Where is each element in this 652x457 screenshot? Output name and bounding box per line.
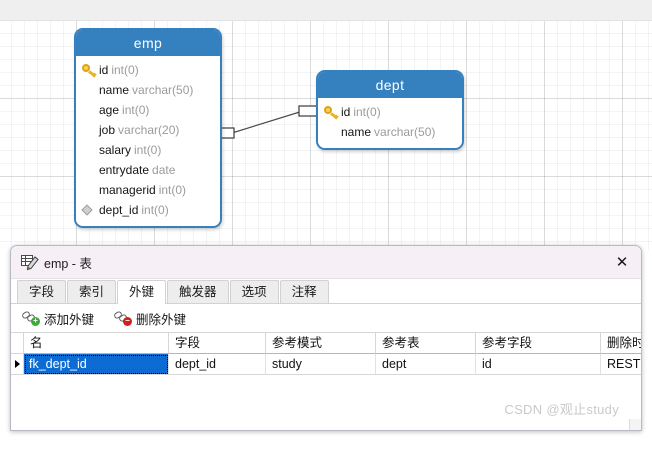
field-row[interactable]: dept_id int(0) [80, 200, 214, 220]
watermark-text: CSDN @观止study [504, 402, 619, 417]
no-icon [322, 122, 341, 142]
add-foreign-key-label: 添加外键 [44, 312, 95, 327]
entity-emp[interactable]: emp id int(0) name varchar(50) age int(0… [74, 28, 222, 228]
field-row[interactable]: id int(0) [80, 60, 214, 80]
grid-header-row: 名 字段 参考模式 参考表 参考字段 删除时 [11, 333, 641, 354]
field-name: age [99, 103, 120, 117]
primary-key-icon [322, 102, 341, 122]
field-type: date [152, 163, 176, 177]
field-row[interactable]: age int(0) [80, 100, 214, 120]
delete-foreign-key-icon: − [113, 310, 133, 326]
close-icon[interactable]: ✕ [615, 253, 629, 271]
field-type: int(0) [353, 105, 381, 119]
field-row[interactable]: name varchar(50) [322, 122, 456, 142]
tab-foreign-keys[interactable]: 外键 [117, 280, 167, 304]
column-header-ref-field[interactable]: 参考字段 [476, 333, 601, 354]
field-row[interactable]: job varchar(20) [80, 120, 214, 140]
field-name: name [341, 125, 372, 139]
foreign-key-toolbar[interactable]: + 添加外键 − 删除外键 [11, 304, 641, 333]
field-name: dept_id [99, 203, 139, 217]
no-icon [80, 80, 99, 100]
cell-on-delete[interactable]: RESTI [601, 354, 641, 375]
field-row[interactable]: id int(0) [322, 102, 456, 122]
grid-gutter-header [11, 333, 24, 354]
field-type: varchar(50) [132, 83, 194, 97]
entity-dept-fields: id int(0) name varchar(50) [318, 98, 462, 148]
column-header-name[interactable]: 名 [24, 333, 169, 354]
no-icon [80, 180, 99, 200]
cell-ref-field[interactable]: id [476, 354, 601, 375]
entity-emp-fields: id int(0) name varchar(50) age int(0) jo… [76, 56, 220, 226]
cell-ref-schema[interactable]: study [266, 354, 376, 375]
field-type: int(0) [122, 103, 150, 117]
column-header-field[interactable]: 字段 [169, 333, 266, 354]
delete-foreign-key-label: 删除外键 [136, 312, 187, 327]
entity-dept[interactable]: dept id int(0) name varchar(50) [316, 70, 464, 150]
no-icon [80, 160, 99, 180]
field-name: salary [99, 143, 132, 157]
add-foreign-key-button[interactable]: + 添加外键 [19, 306, 103, 331]
field-row[interactable]: name varchar(50) [80, 80, 214, 100]
field-type: int(0) [141, 203, 169, 217]
cell-name[interactable]: fk_dept_id [24, 354, 169, 375]
field-row[interactable]: managerid int(0) [80, 180, 214, 200]
canvas-top-strip [0, 0, 652, 21]
column-header-ref-table[interactable]: 参考表 [376, 333, 476, 354]
field-row[interactable]: entrydate date [80, 160, 214, 180]
entity-dept-title: dept [318, 72, 462, 98]
add-foreign-key-icon: + [21, 310, 40, 326]
row-indicator-cell[interactable] [11, 354, 24, 375]
dialog-title: emp - 表 [44, 256, 92, 271]
tab-comment[interactable]: 注释 [279, 280, 329, 303]
table-row[interactable]: fk_dept_id dept_id study dept id RESTI [11, 354, 641, 375]
foreign-keys-grid[interactable]: 名 字段 参考模式 参考表 参考字段 删除时 fk_dept_id dept_i… [11, 333, 641, 375]
table-design-icon [19, 252, 39, 272]
primary-key-icon [80, 60, 99, 80]
field-type: varchar(50) [374, 125, 436, 139]
field-type: varchar(20) [118, 123, 180, 137]
tab-options[interactable]: 选项 [229, 280, 279, 303]
no-icon [80, 140, 99, 160]
tab-indexes[interactable]: 索引 [67, 280, 117, 303]
dialog-tabs[interactable]: 字段 索引 外键 触发器 选项 注释 [11, 279, 641, 304]
field-name: id [341, 105, 351, 119]
no-icon [80, 100, 99, 120]
field-row[interactable]: salary int(0) [80, 140, 214, 160]
cell-ref-table[interactable]: dept [376, 354, 476, 375]
no-icon [80, 120, 99, 140]
field-name: job [99, 123, 116, 137]
column-header-on-delete[interactable]: 删除时 [601, 333, 641, 354]
column-header-ref-schema[interactable]: 参考模式 [266, 333, 376, 354]
cell-field[interactable]: dept_id [169, 354, 266, 375]
tab-triggers[interactable]: 触发器 [167, 280, 229, 303]
field-name: entrydate [99, 163, 150, 177]
dialog-titlebar[interactable]: emp - 表 ✕ [11, 246, 641, 279]
field-type: int(0) [158, 183, 187, 197]
er-diagram-canvas[interactable]: emp id int(0) name varchar(50) age int(0… [0, 0, 652, 250]
delete-foreign-key-button[interactable]: − 删除外键 [111, 306, 195, 331]
foreign-keys-grid-area[interactable]: 名 字段 参考模式 参考表 参考字段 删除时 fk_dept_id dept_i… [11, 333, 641, 430]
tab-fields[interactable]: 字段 [17, 280, 67, 303]
field-name: managerid [99, 183, 156, 197]
field-type: int(0) [134, 143, 162, 157]
foreign-key-icon [80, 200, 99, 220]
field-type: int(0) [111, 63, 139, 77]
grid-vertical-scrollbar[interactable] [629, 419, 641, 430]
row-marker-icon [14, 360, 20, 368]
table-designer-dialog[interactable]: emp - 表 ✕ 字段 索引 外键 触发器 选项 注释 + 添加外键 − 删除… [10, 245, 642, 431]
field-name: name [99, 83, 130, 97]
field-name: id [99, 63, 109, 77]
entity-emp-title: emp [76, 30, 220, 56]
